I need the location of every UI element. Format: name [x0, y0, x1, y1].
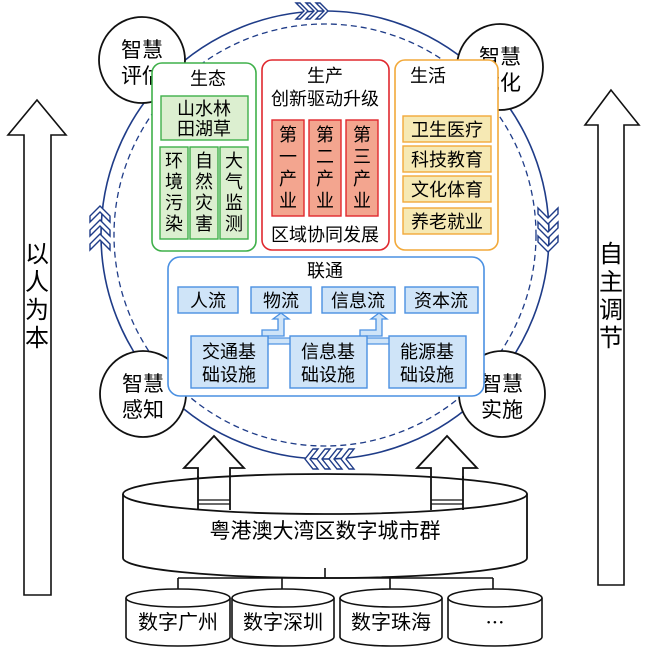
flow-logistics: 物流 [263, 291, 299, 312]
life-item-1: 科技教育 [411, 150, 483, 171]
top-cycle-chevrons [294, 2, 329, 20]
cycle-inner-dashed-circle [113, 23, 537, 447]
life-item-3: 养老就业 [411, 212, 483, 233]
ecology-col-0-char-2: 污 [165, 193, 183, 214]
production-col-0-char-1: 一 [279, 147, 297, 168]
cluster-label: 粤港澳大湾区数字城市群 [210, 519, 441, 543]
city-cylinder-more: ··· [447, 588, 543, 647]
flow-capital: 资本流 [414, 291, 468, 312]
ecology-col-1-char-3: 害 [195, 214, 213, 235]
left-side-arrow: 以 人 为 本 [6, 98, 68, 596]
ecology-col-2-char-1: 气 [225, 172, 243, 193]
right-arrow-char-2: 调 [599, 296, 623, 324]
ecology-top-line-2: 田湖草 [177, 119, 231, 140]
flow-information: 信息流 [331, 291, 385, 312]
ecology-col-0-char-0: 环 [165, 151, 183, 172]
ecology-col-0-char-1: 境 [165, 172, 183, 193]
infra-bar-right [363, 337, 391, 345]
infra-information-line-2: 础设施 [301, 365, 355, 386]
flow-people: 人流 [190, 291, 226, 312]
left-arrow-char-1: 人 [25, 268, 49, 296]
right-arrow-char-1: 主 [599, 268, 623, 296]
bottom-cycle-chevrons [304, 448, 356, 470]
left-cycle-chevrons [89, 205, 111, 252]
life-item-2: 文化体育 [411, 180, 483, 201]
production-subtitle: 创新驱动升级 [271, 89, 379, 110]
infra-bar-left [265, 337, 293, 345]
production-footer: 区域协同发展 [271, 225, 379, 246]
infra-transport-line-1: 交通基 [202, 342, 256, 363]
city-label-3: ··· [485, 610, 504, 634]
production-col-2-char-0: 第 [353, 125, 371, 146]
production-col-2-char-1: 三 [353, 147, 371, 168]
city-cylinder-shenzhen: 数字深圳 [231, 588, 335, 647]
city-connector-lines [177, 568, 494, 590]
left-arrow-char-0: 以 [25, 240, 49, 268]
left-arrow-char-2: 为 [25, 296, 49, 324]
production-col-1-char-2: 产 [316, 169, 334, 190]
svg-text:感知: 感知 [122, 398, 164, 422]
right-cycle-chevrons [537, 206, 559, 253]
production-col-1-char-1: 二 [316, 147, 334, 168]
ecology-title: 生态 [190, 69, 226, 90]
ecology-col-2-char-0: 大 [225, 151, 243, 172]
svg-text:智慧: 智慧 [481, 372, 523, 396]
production-col-1-char-0: 第 [316, 125, 334, 146]
ecology-col-1-char-1: 然 [195, 172, 213, 193]
production-title: 生产 [307, 66, 343, 87]
city-cylinder-guangzhou: 数字广州 [125, 588, 231, 647]
city-label-0: 数字广州 [138, 610, 218, 634]
production-col-0-char-2: 产 [279, 169, 297, 190]
ecology-col-0-char-3: 染 [165, 214, 183, 235]
left-arrow-char-3: 本 [25, 324, 49, 352]
production-col-1-char-3: 业 [316, 191, 334, 212]
ecology-col-2-char-3: 测 [225, 214, 243, 235]
svg-text:实施: 实施 [481, 398, 523, 422]
infra-transport-line-2: 础设施 [202, 365, 256, 386]
ecology-top-line-1: 山水林 [177, 99, 231, 120]
smart-perception-circle: 智慧 感知 [99, 350, 187, 438]
production-col-0-char-0: 第 [279, 125, 297, 146]
right-arrow-char-3: 节 [599, 324, 623, 352]
production-col-0-char-3: 业 [279, 191, 297, 212]
ecology-col-1-char-2: 灾 [195, 193, 213, 214]
city-cylinder-zhuhai: 数字珠海 [339, 588, 443, 647]
city-label-1: 数字深圳 [243, 610, 323, 634]
svg-text:智慧: 智慧 [121, 38, 163, 62]
connectivity-panel: 联通 人流 物流 信息流 资本流 交通基 础设施 信息基 础设施 能源基 础设施 [167, 256, 485, 397]
life-title: 生活 [410, 66, 446, 87]
connectivity-title: 联通 [307, 261, 343, 282]
infra-energy-line-1: 能源基 [400, 342, 454, 363]
production-col-2-char-3: 业 [353, 191, 371, 212]
ecology-col-2-char-2: 监 [225, 193, 243, 214]
production-col-2-char-2: 产 [353, 169, 371, 190]
infra-energy-line-2: 础设施 [400, 365, 454, 386]
city-cluster-cylinder: 粤港澳大湾区数字城市群 [122, 473, 528, 579]
ecology-col-1-char-0: 自 [195, 151, 213, 172]
right-side-arrow: 自 主 调 节 [583, 88, 641, 586]
life-item-0: 卫生医疗 [411, 120, 483, 141]
infra-information-line-1: 信息基 [301, 342, 355, 363]
city-label-2: 数字珠海 [351, 610, 431, 634]
right-arrow-char-0: 自 [599, 240, 623, 268]
life-panel: 生活 卫生医疗 科技教育 文化体育 养老就业 [394, 59, 499, 251]
svg-text:智慧: 智慧 [122, 372, 164, 396]
